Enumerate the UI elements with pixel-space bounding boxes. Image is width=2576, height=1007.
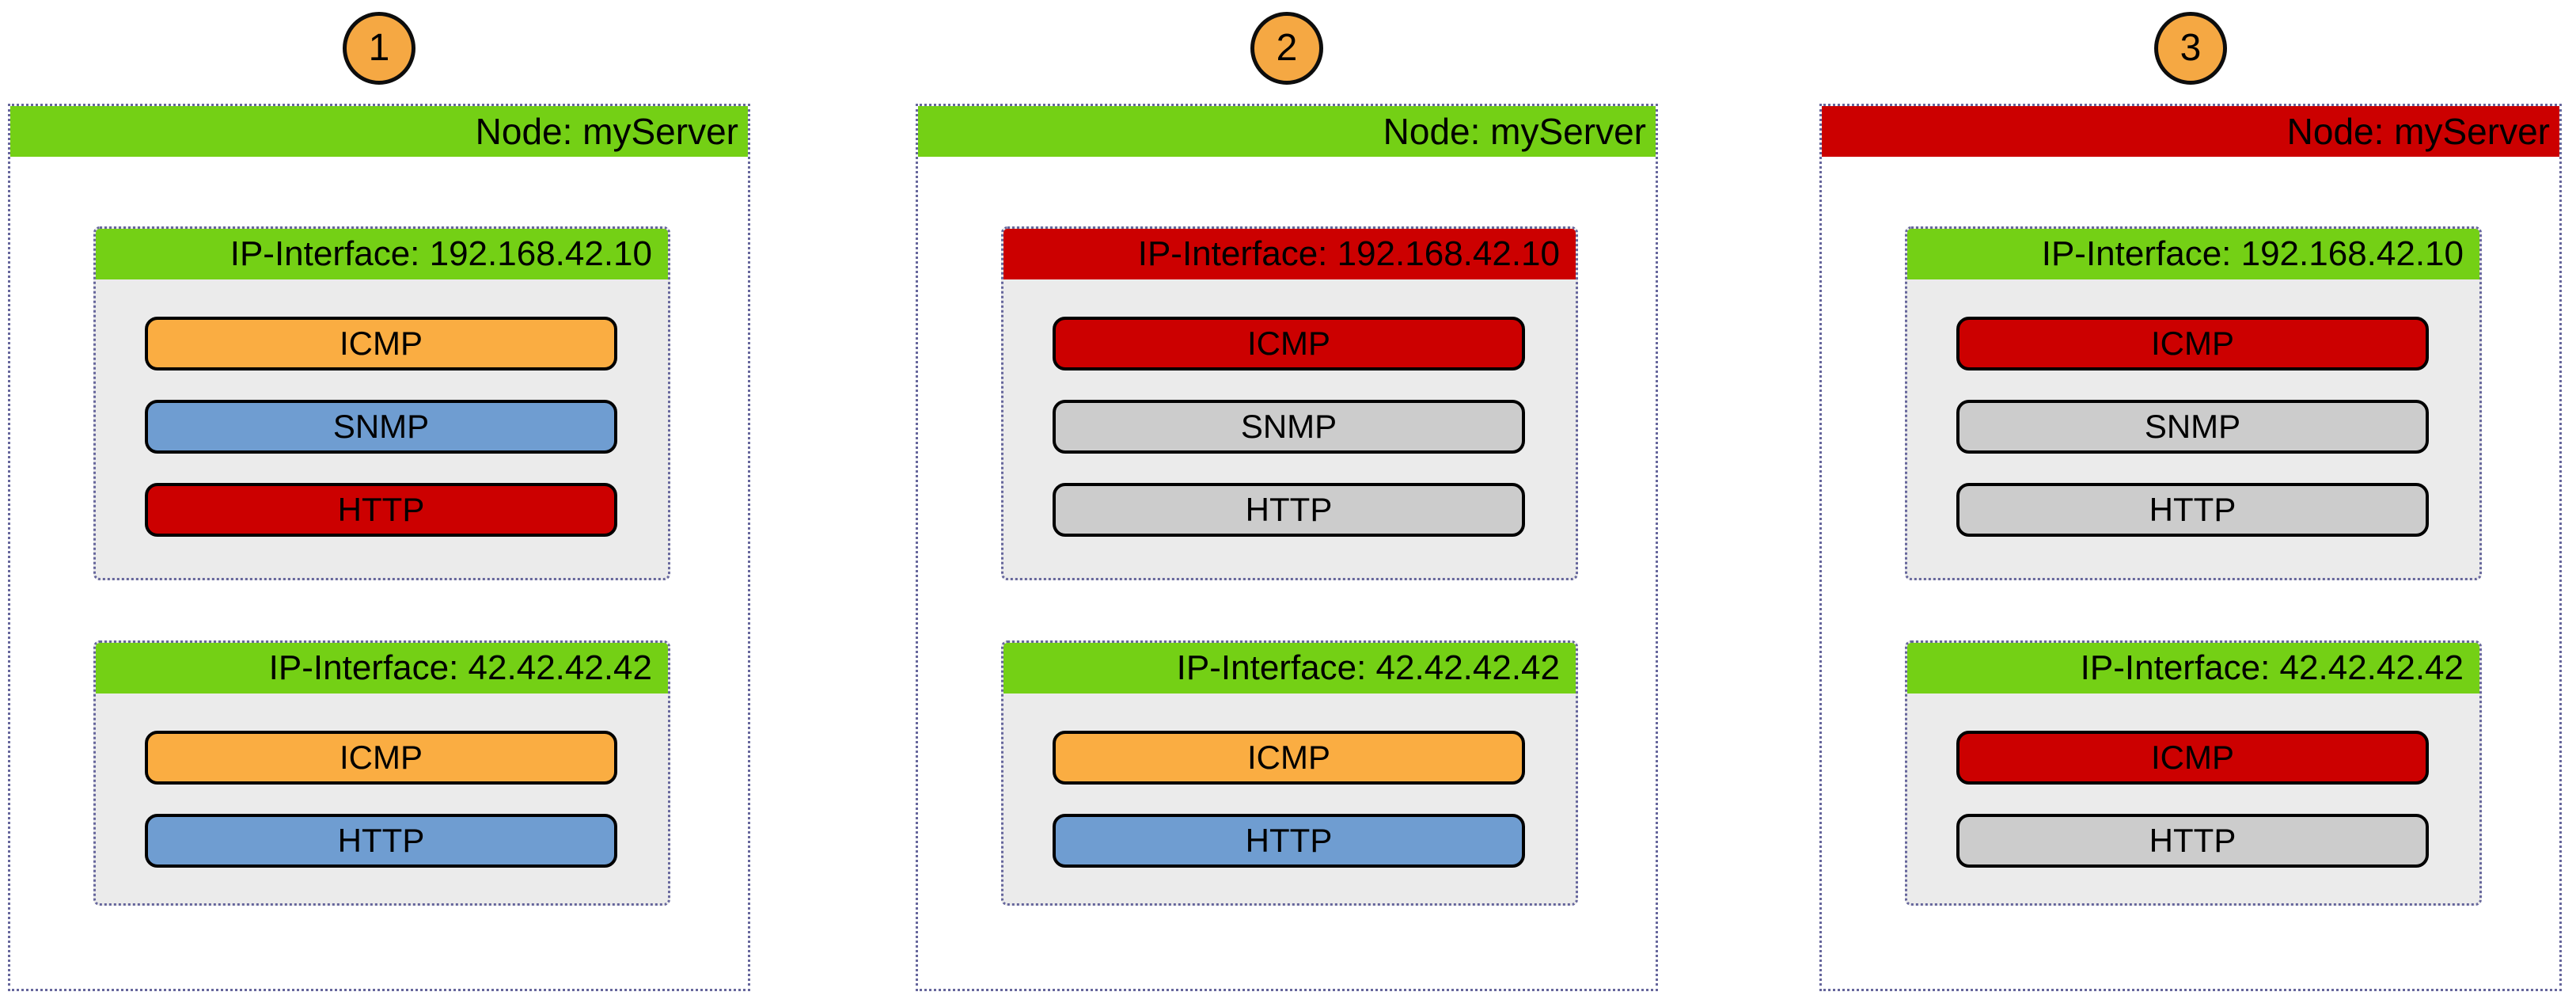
- ip-interface-header: IP-Interface: 42.42.42.42: [96, 643, 668, 694]
- service-pill-snmp: SNMP: [145, 400, 617, 454]
- service-label: HTTP: [337, 491, 425, 528]
- service-pill-http: HTTP: [1956, 814, 2429, 868]
- service-list: ICMP HTTP: [1907, 694, 2479, 868]
- service-label: ICMP: [1247, 739, 1330, 776]
- service-pill-icmp: ICMP: [1053, 731, 1525, 785]
- node-label: Node: myServer: [2286, 111, 2550, 152]
- service-list: ICMP SNMP HTTP: [1003, 279, 1576, 537]
- service-list: ICMP HTTP: [1003, 694, 1576, 868]
- step-badge-1: 1: [343, 12, 415, 85]
- ip-interface-label: IP-Interface: 42.42.42.42: [2080, 648, 2464, 687]
- ip-interface-box: IP-Interface: 192.168.42.10 ICMP SNMP HT…: [1905, 226, 2482, 580]
- service-pill-http: HTTP: [1053, 483, 1525, 537]
- node-status-bar: Node: myServer: [10, 106, 748, 157]
- service-pill-http: HTTP: [145, 814, 617, 868]
- service-label: ICMP: [2151, 739, 2234, 776]
- service-pill-http: HTTP: [145, 483, 617, 537]
- service-label: SNMP: [2144, 408, 2241, 445]
- step-badge-number: 3: [2180, 27, 2202, 69]
- node-status-bar: Node: myServer: [1822, 106, 2559, 157]
- service-label: ICMP: [2151, 325, 2234, 362]
- service-label: ICMP: [1247, 325, 1330, 362]
- ip-interface-header: IP-Interface: 192.168.42.10: [1003, 229, 1576, 279]
- service-label: SNMP: [1240, 408, 1337, 445]
- node-panel-scenario-3: Node: myServer IP-Interface: 192.168.42.…: [1819, 104, 2562, 991]
- service-label: HTTP: [2149, 822, 2236, 859]
- ip-interface-box: IP-Interface: 42.42.42.42 ICMP HTTP: [93, 640, 670, 906]
- step-badge-number: 2: [1276, 27, 1298, 69]
- service-label: HTTP: [337, 822, 425, 859]
- ip-interface-label: IP-Interface: 192.168.42.10: [230, 234, 652, 273]
- ip-interface-header: IP-Interface: 192.168.42.10: [96, 229, 668, 279]
- service-label: ICMP: [340, 739, 423, 776]
- node-label: Node: myServer: [1383, 111, 1646, 152]
- ip-interface-header: IP-Interface: 42.42.42.42: [1003, 643, 1576, 694]
- ip-interface-box: IP-Interface: 192.168.42.10 ICMP SNMP HT…: [1001, 226, 1578, 580]
- service-pill-http: HTTP: [1956, 483, 2429, 537]
- service-pill-snmp: SNMP: [1956, 400, 2429, 454]
- node-status-bar: Node: myServer: [918, 106, 1656, 157]
- ip-interface-box: IP-Interface: 42.42.42.42 ICMP HTTP: [1905, 640, 2482, 906]
- service-list: ICMP SNMP HTTP: [96, 279, 668, 537]
- service-label: ICMP: [340, 325, 423, 362]
- step-badge-3: 3: [2154, 12, 2227, 85]
- ip-interface-label: IP-Interface: 192.168.42.10: [1137, 234, 1560, 273]
- ip-interface-header: IP-Interface: 42.42.42.42: [1907, 643, 2479, 694]
- service-list: ICMP SNMP HTTP: [1907, 279, 2479, 537]
- ip-interface-box: IP-Interface: 42.42.42.42 ICMP HTTP: [1001, 640, 1578, 906]
- node-panel-scenario-1: Node: myServer IP-Interface: 192.168.42.…: [8, 104, 750, 991]
- service-pill-icmp: ICMP: [1956, 731, 2429, 785]
- service-label: HTTP: [2149, 491, 2236, 528]
- service-pill-icmp: ICMP: [145, 317, 617, 370]
- service-pill-icmp: ICMP: [145, 731, 617, 785]
- node-panel-scenario-2: Node: myServer IP-Interface: 192.168.42.…: [916, 104, 1658, 991]
- step-badge-2: 2: [1250, 12, 1323, 85]
- step-badge-number: 1: [368, 27, 390, 69]
- node-label: Node: myServer: [475, 111, 738, 152]
- service-pill-icmp: ICMP: [1956, 317, 2429, 370]
- ip-interface-label: IP-Interface: 192.168.42.10: [2041, 234, 2464, 273]
- ip-interface-box: IP-Interface: 192.168.42.10 ICMP SNMP HT…: [93, 226, 670, 580]
- service-pill-icmp: ICMP: [1053, 317, 1525, 370]
- service-pill-http: HTTP: [1053, 814, 1525, 868]
- service-label: SNMP: [332, 408, 430, 445]
- service-list: ICMP HTTP: [96, 694, 668, 868]
- service-label: HTTP: [1245, 491, 1333, 528]
- ip-interface-label: IP-Interface: 42.42.42.42: [268, 648, 652, 687]
- ip-interface-label: IP-Interface: 42.42.42.42: [1176, 648, 1560, 687]
- ip-interface-header: IP-Interface: 192.168.42.10: [1907, 229, 2479, 279]
- service-label: HTTP: [1245, 822, 1333, 859]
- service-pill-snmp: SNMP: [1053, 400, 1525, 454]
